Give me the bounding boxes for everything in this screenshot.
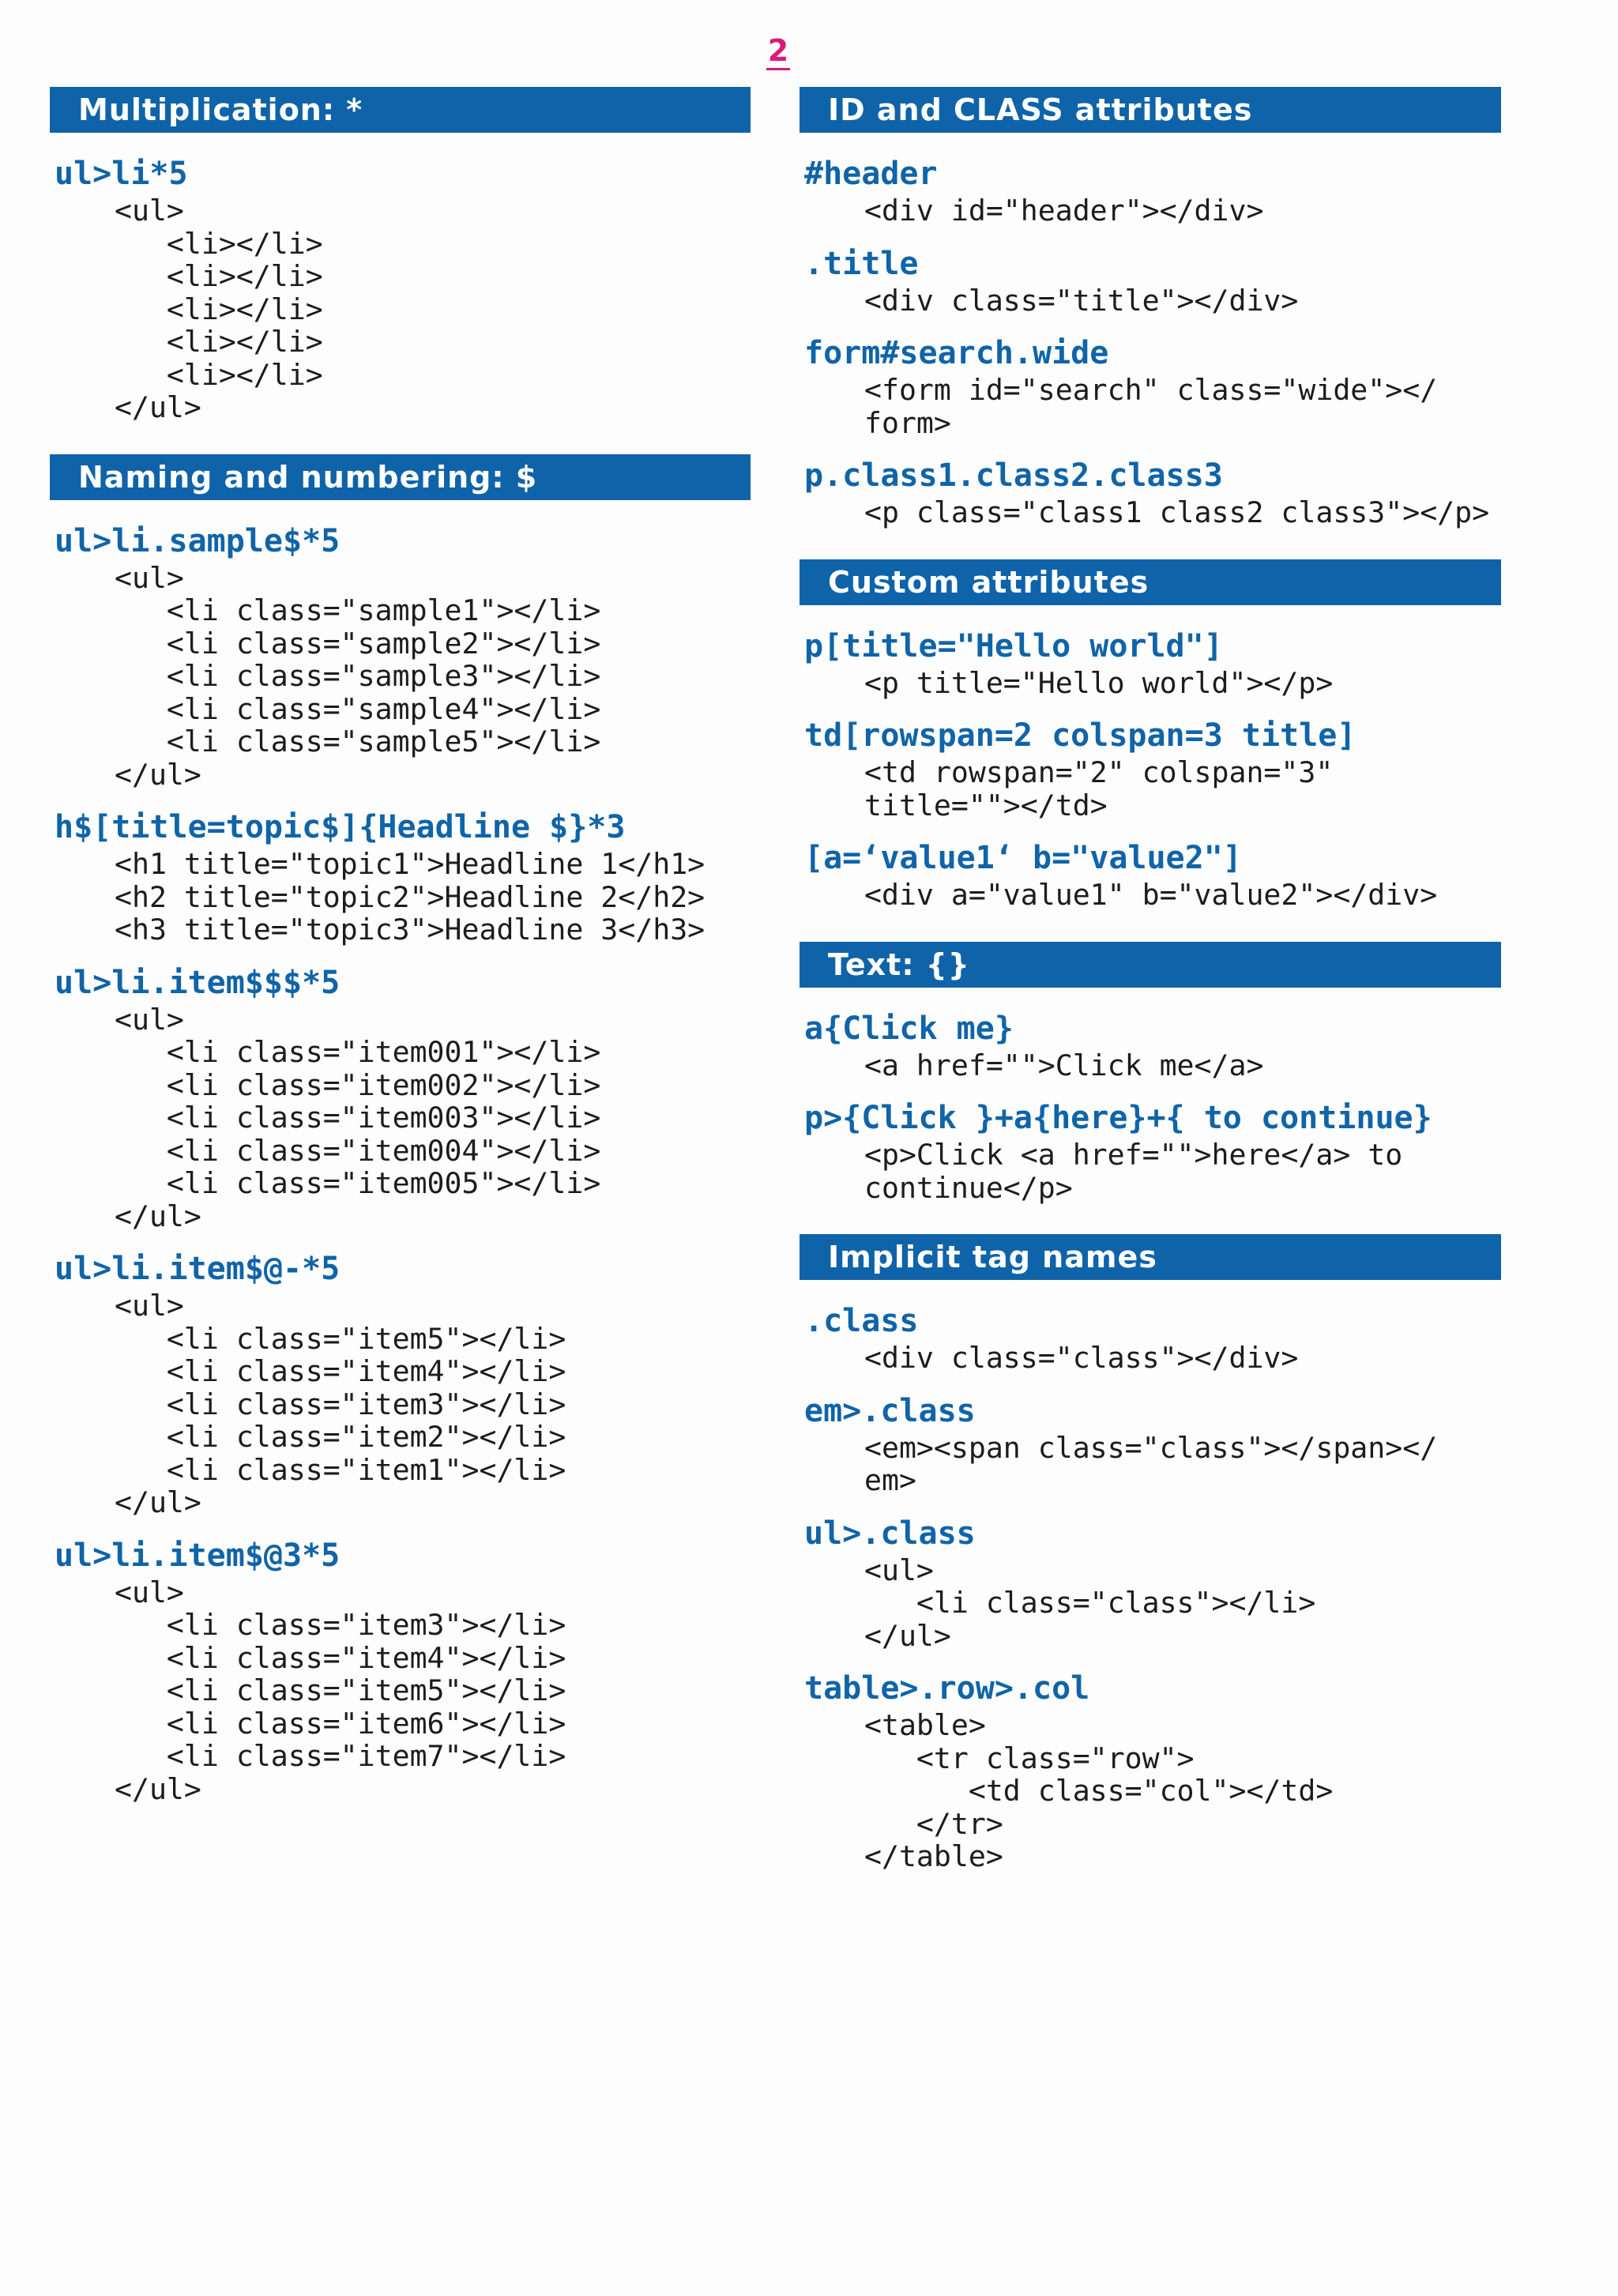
page-number: 2 <box>0 33 1556 70</box>
shortcut-entry: ul>li.item$$$*5<ul> <li class="item001">… <box>50 962 751 1233</box>
shortcut-entry: p>{Click }+a{here}+{ to continue}<p>Clic… <box>800 1097 1501 1204</box>
shortcut-entry: p[title="Hello world"]<p title="Hello wo… <box>800 626 1501 700</box>
shortcut-entry: ul>.class<ul> <li class="class"></li> </… <box>800 1513 1501 1653</box>
expanded-html: <div id="header"></div> <box>864 194 1264 228</box>
abbreviation: p.class1.class2.class3 <box>804 457 1223 494</box>
shortcut-entry: #header<div id="header"></div> <box>800 153 1501 228</box>
expanded-html: <ul> <li class="item3"></li> <li class="… <box>115 1575 566 1806</box>
abbreviation: a{Click me} <box>804 1010 1014 1047</box>
expanded-html: <ul> <li class="item001"></li> <li class… <box>115 1002 601 1233</box>
abbreviation: .class <box>804 1303 919 1339</box>
abbreviation: ul>li.item$@-*5 <box>55 1251 341 1287</box>
expanded-html: <div a="value1" b="value2"></div> <box>864 878 1438 912</box>
expanded-html: <ul> <li></li> <li></li> <li></li> <li><… <box>115 194 323 424</box>
abbreviation: ul>li.sample$*5 <box>55 522 341 559</box>
abbreviation: em>.class <box>804 1392 976 1429</box>
shortcut-entry: em>.class<em><span class="class"></span>… <box>800 1391 1501 1497</box>
expanded-html: <div class="class"></div> <box>864 1341 1299 1375</box>
entry-list: #header<div id="header"></div>.title<div… <box>800 133 1501 559</box>
page-number-text: 2 <box>766 35 791 70</box>
expanded-html: <p>Click <a href="">here</a> to continue… <box>864 1138 1403 1205</box>
abbreviation: table>.row>.col <box>804 1670 1090 1707</box>
shortcut-entry: .class<div class="class"></div> <box>800 1300 1501 1375</box>
shortcut-entry: table>.row>.col<table> <tr class="row"> … <box>800 1668 1501 1873</box>
right-column: ID and CLASS attributes #header<div id="h… <box>800 87 1501 1903</box>
abbreviation: #header <box>804 156 938 192</box>
expanded-html: <td rowspan="2" colspan="3" title=""></t… <box>864 755 1334 822</box>
entry-list: ul>li.sample$*5<ul> <li class="sample1">… <box>50 500 751 1836</box>
section-naming-and-numbering: Naming and numbering: $ul>li.sample$*5<u… <box>50 454 751 1836</box>
expanded-html: <table> <tr class="row"> <td class="col"… <box>864 1708 1334 1873</box>
section-header: Custom attributes <box>800 559 1501 605</box>
abbreviation: ul>li.item$$$*5 <box>55 964 341 1001</box>
expanded-html: <ul> <li class="class"></li> </ul> <box>864 1553 1316 1653</box>
abbreviation: ul>li*5 <box>55 156 188 192</box>
shortcut-entry: ul>li.item$@-*5<ul> <li class="item5"></… <box>50 1248 751 1519</box>
expanded-html: <ul> <li class="item5"></li> <li class="… <box>115 1289 566 1519</box>
section-header: Multiplication: * <box>50 87 751 133</box>
entry-list: ul>li*5<ul> <li></li> <li></li> <li></li… <box>50 133 751 454</box>
section-header: Naming and numbering: $ <box>50 454 751 500</box>
section-text: Text: {}a{Click me}<a href="">Click me</… <box>800 941 1501 1235</box>
abbreviation: h$[title=topic$]{Headline $}*3 <box>55 809 626 845</box>
expanded-html: <p class="class1 class2 class3"></p> <box>864 495 1490 529</box>
abbreviation: .title <box>804 245 919 282</box>
section-header: Text: {} <box>800 941 1501 988</box>
shortcut-entry: ul>li.item$@3*5<ul> <li class="item3"></… <box>50 1535 751 1806</box>
shortcut-entry: p.class1.class2.class3<p class="class1 c… <box>800 455 1501 529</box>
shortcut-entry: [a=‘value1‘ b="value2"]<div a="value1" b… <box>800 837 1501 912</box>
expanded-html: <p title="Hello world"></p> <box>864 665 1334 700</box>
abbreviation: td[rowspan=2 colspan=3 title] <box>804 717 1356 754</box>
shortcut-entry: a{Click me}<a href="">Click me</a> <box>800 1008 1501 1082</box>
section-id-and-class-attributes: ID and CLASS attributes #header<div id="h… <box>800 87 1501 559</box>
abbreviation: form#search.wide <box>804 335 1109 371</box>
shortcut-entry: .title<div class="title"></div> <box>800 243 1501 318</box>
section-header: ID and CLASS attributes <box>800 87 1501 133</box>
abbreviation: ul>.class <box>804 1515 976 1552</box>
expanded-html: <a href="">Click me</a> <box>864 1048 1264 1082</box>
shortcut-entry: h$[title=topic$]{Headline $}*3<h1 title=… <box>50 807 751 947</box>
shortcut-entry: form#search.wide<form id="search" class=… <box>800 333 1501 439</box>
section-header: Implicit tag names <box>800 1234 1501 1280</box>
expanded-html: <em><span class="class"></span></ em> <box>864 1430 1438 1497</box>
abbreviation: p>{Click }+a{here}+{ to continue} <box>804 1100 1432 1136</box>
expanded-html: <form id="search" class="wide"></ form> <box>864 373 1438 440</box>
shortcut-entry: ul>li.sample$*5<ul> <li class="sample1">… <box>50 521 751 792</box>
expanded-html: <div class="title"></div> <box>864 283 1299 318</box>
shortcut-entry: td[rowspan=2 colspan=3 title]<td rowspan… <box>800 715 1501 822</box>
shortcut-entry: ul>li*5<ul> <li></li> <li></li> <li></li… <box>50 153 751 424</box>
abbreviation: [a=‘value1‘ b="value2"] <box>804 840 1242 876</box>
entry-list: .class<div class="class"></div> em>.class… <box>800 1280 1501 1903</box>
section-implicit-tag-names: Implicit tag names.class<div class="clas… <box>800 1234 1501 1903</box>
abbreviation: ul>li.item$@3*5 <box>55 1537 341 1574</box>
left-column: Multiplication: * ul>li*5<ul> <li></li> <… <box>50 87 751 1835</box>
expanded-html: <h1 title="topic1">Headline 1</h1> <h2 t… <box>115 847 706 947</box>
entry-list: a{Click me}<a href="">Click me</a> p>{Cli… <box>800 988 1501 1235</box>
entry-list: p[title="Hello world"]<p title="Hello wo… <box>800 605 1501 942</box>
section-multiplication: Multiplication: * ul>li*5<ul> <li></li> <… <box>50 87 751 454</box>
abbreviation: p[title="Hello world"] <box>804 627 1223 664</box>
expanded-html: <ul> <li class="sample1"></li> <li class… <box>115 560 601 792</box>
